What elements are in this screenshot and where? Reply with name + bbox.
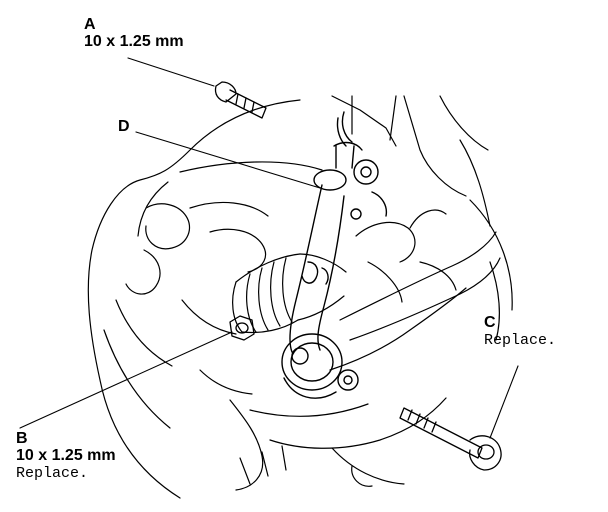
leader-lines [19, 57, 519, 439]
callout-a-letter: A [84, 16, 96, 33]
callout-d-letter: D [118, 118, 130, 135]
leader-a [127, 57, 215, 87]
leader-b [19, 331, 233, 429]
callout-c-letter: C [484, 314, 496, 331]
cv-boot [232, 253, 347, 334]
callout-b-letter: B [16, 430, 28, 447]
strut-outline [331, 95, 513, 341]
leader-c [489, 365, 519, 439]
callout-b-spec: 10 x 1.25 mm [16, 447, 116, 464]
lower-bushing [281, 333, 359, 399]
callout-c-note: Replace. [484, 332, 557, 349]
knuckle-outline [87, 99, 447, 499]
stabilizer-link [289, 111, 388, 353]
callout-a-spec: 10 x 1.25 mm [84, 33, 184, 50]
bolt-c [399, 407, 502, 471]
lower-control-arm [329, 209, 501, 371]
callout-b-note: Replace. [16, 465, 89, 482]
nut-b [229, 315, 255, 341]
leader-d [135, 131, 321, 189]
bolt-a [214, 81, 267, 119]
